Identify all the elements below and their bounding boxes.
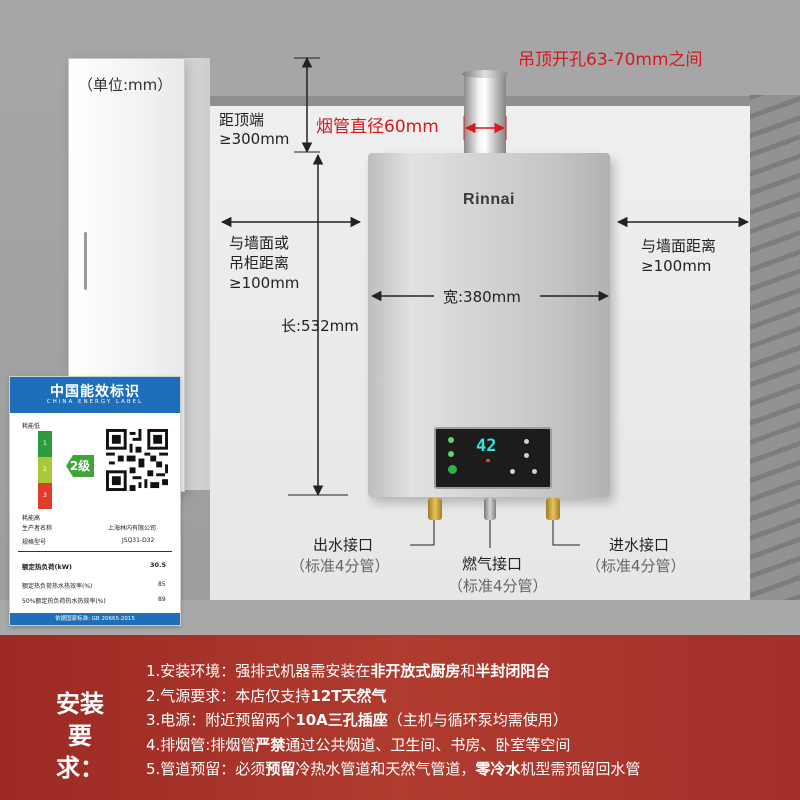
energy-bar-level-3 bbox=[38, 483, 52, 509]
temperature-display: 42 bbox=[476, 436, 497, 456]
requirement-text: 严禁 bbox=[255, 735, 286, 754]
requirement-text: 12T天然气 bbox=[310, 686, 387, 705]
requirement-text: 和 bbox=[460, 662, 476, 680]
manufacturer-value: 上海林内有限公司 bbox=[108, 525, 157, 532]
control-panel: 42 bbox=[434, 427, 552, 489]
qr-code-icon bbox=[106, 429, 168, 491]
energy-level-1-text: 1 bbox=[43, 440, 47, 447]
efficiency-2-value: 89 bbox=[158, 596, 166, 603]
energy-grade-badge: 2级 bbox=[66, 455, 94, 477]
pipe-diameter-label: 烟管直径60mm bbox=[316, 117, 439, 137]
width-label: 宽:380mm bbox=[443, 288, 521, 306]
left-clearance-line3: ≥100mm bbox=[229, 274, 300, 292]
right-wall bbox=[750, 95, 800, 635]
requirements-title: 安装 要求： bbox=[50, 688, 110, 784]
requirement-item-4: 4.排烟管:排烟管严禁通过公共烟道、卫生间、书房、卧室等空间 bbox=[146, 733, 640, 758]
requirement-text: 非开放式厨房 bbox=[370, 662, 461, 680]
top-clearance-line2: ≥300mm bbox=[219, 130, 290, 148]
flue-pipe-top bbox=[462, 70, 508, 78]
rated-load-value: 30.5 bbox=[150, 561, 167, 569]
model-value: JSQ31-D32 bbox=[122, 537, 155, 544]
energy-label-footer: 依据国家标准: GB 20665-2015 bbox=[10, 613, 180, 625]
requirement-text: 10A三孔插座 bbox=[295, 711, 388, 729]
requirement-text: 冷热水管道和天然气管道， bbox=[295, 760, 476, 778]
requirement-text: 1.安装环境：强排式机器需安装在 bbox=[146, 662, 371, 680]
energy-label: 中国能效标识 CHINA ENERGY LABEL 耗能低 1 2 3 耗能高 … bbox=[9, 376, 181, 626]
model-key: 规格型号 bbox=[22, 539, 47, 546]
cabinet-side bbox=[183, 58, 210, 490]
requirement-text: 通过公共烟道、卫生间、书房、卧室等空间 bbox=[285, 735, 571, 754]
button-right-icon bbox=[532, 469, 537, 474]
top-clearance-line1: 距顶端 bbox=[219, 111, 265, 129]
efficiency-1-value: 85 bbox=[158, 581, 166, 588]
left-clearance-line2: 吊柜距离 bbox=[229, 254, 290, 272]
requirement-text: 预留 bbox=[265, 760, 296, 778]
unit-label: （单位:mm） bbox=[78, 76, 173, 94]
brand-logo: Rinnai bbox=[463, 191, 515, 208]
efficiency-1-key: 额定热负荷热水热效率(%) bbox=[22, 583, 93, 590]
requirement-text: 5.管道预留：必须 bbox=[146, 760, 266, 778]
water-outlet-fitting bbox=[428, 498, 442, 520]
dimension-lines bbox=[220, 56, 750, 548]
rated-load-key: 额定热负荷(kW) bbox=[22, 563, 72, 571]
water-inlet-fitting bbox=[546, 498, 560, 520]
low-energy-text: 耗能低 bbox=[22, 423, 41, 430]
button-down-icon bbox=[524, 453, 529, 458]
requirement-item-2: 2.气源要求：本店仅支持12T天然气 bbox=[146, 684, 640, 709]
energy-label-header: 中国能效标识 CHINA ENERGY LABEL bbox=[10, 377, 180, 413]
energy-level-2-text: 2 bbox=[43, 466, 47, 473]
water-inlet-title: 进水接口 bbox=[609, 536, 670, 554]
water-outlet-spec: （标准4分管） bbox=[290, 557, 390, 575]
requirement-item-5: 5.管道预留：必须预留冷热水管道和天然气管道，零冷水机型需预留回水管 bbox=[146, 757, 640, 782]
gas-fitting bbox=[484, 498, 496, 520]
water-inlet-spec: （标准4分管） bbox=[586, 557, 686, 575]
requirement-text: （主机与循环泵均需使用） bbox=[387, 711, 568, 729]
ceiling-hole-label: 吊顶开孔63-70mm之间 bbox=[518, 50, 703, 70]
energy-bar-level-2 bbox=[38, 457, 52, 483]
green-button-icon bbox=[448, 465, 457, 474]
requirement-text: 零冷水 bbox=[475, 760, 521, 778]
gas-inlet-spec: （标准4分管） bbox=[448, 577, 548, 595]
energy-label-title: 中国能效标识 bbox=[50, 384, 140, 400]
power-led-icon bbox=[448, 437, 454, 443]
gas-inlet-title: 燃气接口 bbox=[462, 555, 523, 573]
energy-bar-level-1 bbox=[38, 431, 52, 457]
height-label: 长:532mm bbox=[281, 317, 359, 335]
flue-pipe bbox=[464, 72, 506, 156]
requirements-title-line1: 安装 bbox=[56, 690, 104, 718]
label-divider bbox=[18, 551, 172, 552]
energy-label-subtitle: CHINA ENERGY LABEL bbox=[46, 399, 144, 405]
installation-diagram: （单位:mm） Rinnai 42 bbox=[0, 0, 800, 635]
water-heater: Rinnai 42 bbox=[368, 153, 610, 497]
requirement-text: 3.电源：附近预留两个 bbox=[146, 711, 296, 729]
water-outlet-title: 出水接口 bbox=[313, 536, 374, 554]
requirement-text: 半封闭阳台 bbox=[475, 662, 551, 680]
button-left-icon bbox=[510, 469, 515, 474]
efficiency-2-key: 50%额定热负荷热水热效率(%) bbox=[22, 598, 106, 605]
requirements-title-line2: 要求： bbox=[56, 722, 104, 782]
button-up-icon bbox=[524, 439, 529, 444]
cabinet-handle bbox=[84, 232, 87, 290]
right-clearance-line1: 与墙面距离 bbox=[641, 237, 717, 255]
energy-level-3-text: 3 bbox=[43, 492, 47, 499]
requirement-text: 4.排烟管:排烟管 bbox=[146, 735, 256, 754]
right-clearance-line2: ≥100mm bbox=[641, 257, 712, 275]
manufacturer-key: 生产者名称 bbox=[22, 525, 53, 532]
left-clearance-line1: 与墙面或 bbox=[229, 234, 290, 252]
indicator-red-icon bbox=[486, 459, 490, 462]
requirement-item-1: 1.安装环境：强排式机器需安装在非开放式厨房和半封闭阳台 bbox=[146, 659, 640, 684]
requirement-text: 机型需预留回水管 bbox=[520, 760, 641, 778]
mode-led-icon bbox=[448, 451, 454, 457]
requirement-item-3: 3.电源：附近预留两个10A三孔插座（主机与循环泵均需使用） bbox=[146, 708, 640, 733]
requirement-text: 2.气源要求：本店仅支持 bbox=[146, 686, 311, 705]
high-energy-text: 耗能高 bbox=[22, 515, 41, 522]
